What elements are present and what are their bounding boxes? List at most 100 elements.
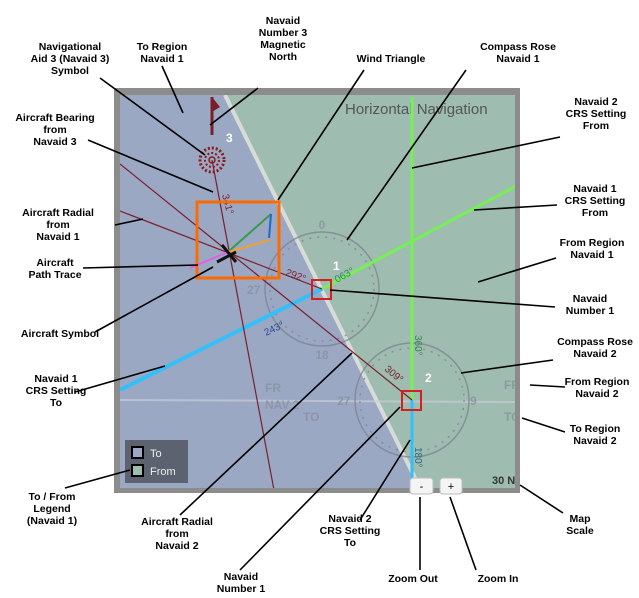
annotation-nav1-crs-from: Navaid 1 — [573, 183, 616, 195]
annotation-nav1-crs-to: To — [50, 397, 62, 409]
nav3-bearing-label: 341° — [219, 193, 235, 216]
wind-triangle-box — [195, 200, 281, 280]
annotation-compass-rose-nav1: Compass Rose — [480, 41, 556, 53]
leader-line-nav2-crs-from — [411, 136, 561, 169]
nav2-radial-line — [120, 163, 413, 401]
annotation-nav2-crs-from: CRS Setting — [566, 108, 627, 120]
annotation-to-region-nav2: To Region — [570, 423, 621, 435]
annotation-from-region-nav1: Navaid 1 — [570, 249, 613, 261]
leader-line-wind-triangle — [277, 69, 365, 201]
annotation-from-region-nav2: From Region — [565, 376, 630, 388]
annotation-nav1-crs-to: CRS Setting — [26, 385, 87, 397]
annotation-compass-rose-nav1: Navaid 1 — [496, 53, 539, 65]
annotation-nav2-crs-to: To — [344, 537, 356, 549]
annotation-nav1-crs-from: CRS Setting — [565, 195, 626, 207]
annotation-navaid-number-1-bottom: Navaid — [224, 571, 258, 583]
annotation-radial-nav2: Navaid 2 — [155, 540, 198, 552]
annotation-wind-triangle: Wind Triangle — [357, 53, 426, 65]
annotation-radial-nav2: Aircraft Radial — [141, 516, 213, 528]
map-scale: 30 Nm — [492, 475, 525, 487]
leader-line-to-region-nav1 — [161, 65, 184, 114]
annotation-radial-nav1: Aircraft Radial — [22, 207, 94, 219]
leader-line-radial-nav1 — [114, 218, 144, 226]
annotation-nav3-north: Navaid — [266, 15, 300, 27]
annotation-legend: Legend — [33, 503, 70, 515]
nav2-crs-label: 360° — [412, 335, 423, 356]
annotation-zoom-out: Zoom Out — [388, 573, 438, 585]
annotation-navaid-number-1-bottom: Number 1 — [217, 583, 266, 595]
zoom-in-button[interactable]: + — [439, 477, 463, 495]
nav2-label: NAV 2 — [265, 398, 300, 412]
annotation-legend: (Navaid 1) — [27, 515, 77, 527]
annotation-navaid-number-1-right: Navaid — [573, 293, 607, 305]
rose-n: 0 — [319, 218, 326, 232]
annotation-bearing-nav3: Aircraft Bearing — [15, 112, 94, 124]
annotation-nav2-crs-to: Navaid 2 — [328, 513, 371, 525]
annotation-to-region-nav1: To Region — [137, 41, 188, 53]
leader-line-nav3-symbol — [99, 77, 206, 156]
annotation-aircraft-symbol: Aircraft Symbol — [21, 328, 99, 340]
region-boundary — [223, 95, 422, 488]
annotation-nav3-symbol: Aid 3 (Navaid 3) — [31, 53, 110, 65]
annotation-map-scale: Map — [570, 513, 591, 525]
nav1-crs-from-line — [321, 184, 515, 291]
leader-line-map-scale — [519, 484, 564, 514]
annotation-to-region-nav1: Navaid 1 — [140, 53, 183, 65]
nav3-bearing-line — [211, 159, 275, 488]
leader-line-path-trace — [82, 264, 199, 269]
fr-label: FR — [265, 381, 281, 395]
zoom-out-button[interactable]: - — [409, 477, 434, 495]
annotation-nav1-crs-to: Navaid 1 — [34, 373, 77, 385]
leader-line-legend — [64, 469, 131, 489]
annotation-nav3-symbol: Symbol — [51, 65, 89, 77]
navaid-number-3: 3 — [226, 131, 233, 145]
leader-line-from-region-nav1 — [477, 257, 557, 283]
aircraft-icon — [216, 244, 238, 264]
map[interactable]: 0 18 27 27 9 FR NAV 2 TO FR TO Horizonta… — [120, 95, 525, 490]
annotation-bearing-nav3: from — [43, 124, 66, 136]
annotation-nav3-north: Magnetic — [260, 39, 306, 51]
rose-s: 18 — [315, 348, 329, 362]
nav1-crs-to-line — [120, 287, 323, 392]
rose-w: 27 — [247, 283, 261, 297]
to-label: TO — [303, 410, 319, 424]
leader-line-radial-nav2 — [179, 352, 353, 516]
annotation-nav1-crs-from: From — [582, 207, 608, 219]
leader-line-nav3-north — [209, 87, 259, 126]
to-from-legend: To From — [125, 440, 188, 483]
nav1-radial-line — [120, 210, 323, 290]
annotation-nav2-crs-from: Navaid 2 — [574, 96, 617, 108]
wind-triangle-heading — [227, 213, 272, 253]
nav2-crs-to-label: 180° — [412, 447, 423, 468]
navaid2-icon[interactable] — [401, 390, 422, 411]
leader-line-navaid-number-1-bottom — [239, 406, 401, 571]
annotation-from-region-nav2: Navaid 2 — [575, 388, 618, 400]
rose2-e: 9 — [470, 394, 477, 408]
wind-triangle-wind — [268, 213, 272, 239]
annotation-compass-rose-nav2: Navaid 2 — [573, 348, 616, 360]
annotation-zoom-in: Zoom In — [478, 573, 519, 585]
annotation-radial-nav1: from — [46, 219, 69, 231]
to-label-right: TO — [504, 410, 520, 424]
navaid-number-2: 2 — [425, 371, 432, 385]
annotation-from-region-nav1: From Region — [560, 237, 625, 249]
zoom-out-label: - — [420, 481, 424, 493]
leader-line-compass-rose-nav1 — [346, 69, 467, 241]
annotation-radial-nav2: from — [165, 528, 188, 540]
annotation-to-region-nav2: Navaid 2 — [573, 435, 616, 447]
annotation-compass-rose-nav2: Compass Rose — [557, 336, 633, 348]
annotation-nav3-north: Number 3 — [259, 27, 308, 39]
leader-line-aircraft-symbol — [94, 266, 214, 333]
annotation-nav3-symbol: Navigational — [39, 41, 102, 53]
annotation-path-trace: Aircraft — [36, 257, 74, 269]
annotation-radial-nav1: Navaid 1 — [36, 231, 79, 243]
leader-line-compass-rose-nav2 — [460, 359, 554, 374]
annotation-nav2-crs-to: CRS Setting — [320, 525, 381, 537]
wind-triangle-track — [227, 239, 271, 253]
navaid3-symbol-icon — [198, 146, 226, 174]
leader-line-nav1-crs-to — [74, 365, 166, 393]
annotation-path-trace: Path Trace — [28, 269, 81, 281]
leader-line-to-region-nav2 — [521, 417, 566, 433]
